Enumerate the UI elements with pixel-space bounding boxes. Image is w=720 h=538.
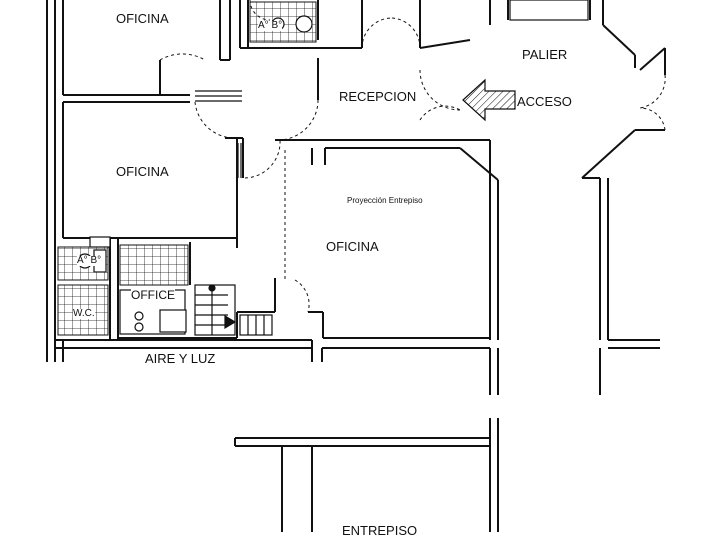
room-label-office: OFFICE [131, 288, 175, 302]
aire-y-luz-label: AIRE Y LUZ [145, 351, 216, 366]
room-label-oficina-top: OFICINA [116, 11, 169, 26]
access-arrow-icon [462, 78, 516, 122]
room-label-bath-top: A° B° [258, 20, 283, 31]
room-label-palier: PALIER [522, 47, 568, 62]
room-label-recepcion: RECEPCION [339, 89, 417, 104]
room-label-bath-left: A° B° [77, 255, 102, 266]
room-label-entrepiso: ENTREPISO [342, 523, 418, 538]
door-swings [159, 0, 666, 313]
room-label-oficina-mid: OFICINA [116, 164, 169, 179]
office-kitchen-tiles [119, 244, 189, 286]
projection-note: Proyección Entrepiso [347, 196, 423, 205]
window-symbols [195, 90, 242, 178]
access-label: ACCESO [517, 94, 572, 109]
walls [46, 0, 666, 532]
staircase [194, 284, 273, 336]
room-label-oficina-main: OFICINA [326, 239, 379, 254]
palier-stair [509, 0, 589, 21]
room-label-wc: W.C. [73, 308, 95, 319]
